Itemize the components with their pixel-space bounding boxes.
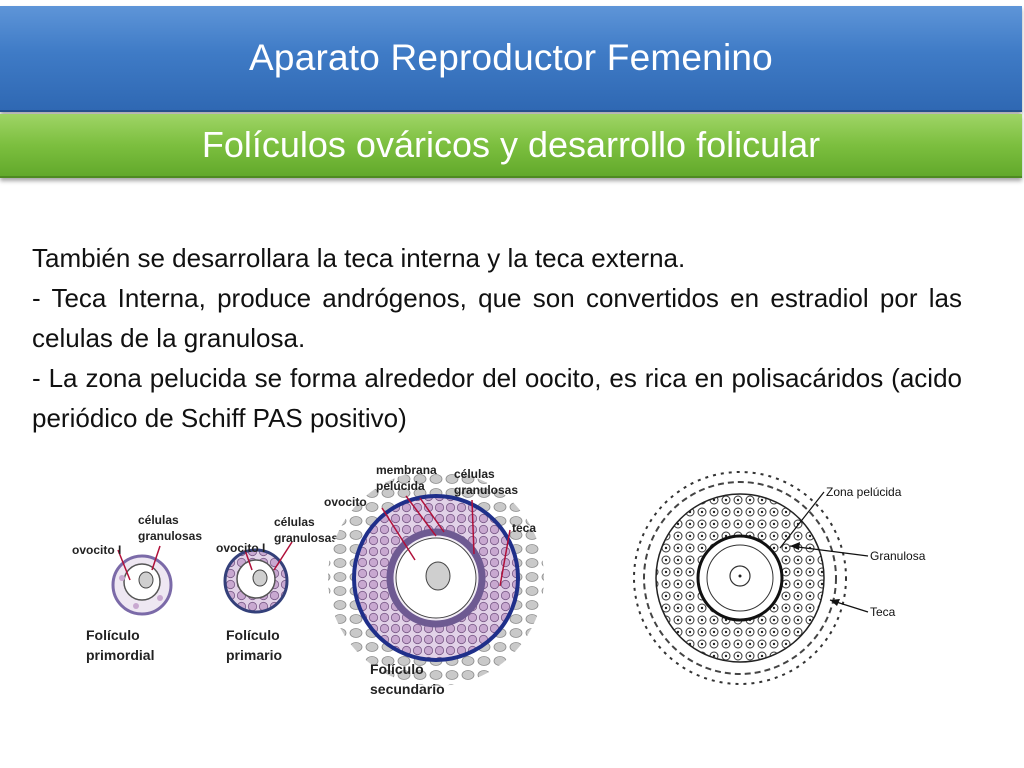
paragraph-teca: También se desarrollara la teca interna … [32, 243, 686, 273]
secondary-follicle [328, 470, 544, 686]
label-foliculo-1b: primordial [86, 647, 154, 663]
slide-title: Aparato Reproductor Femenino [249, 37, 773, 78]
follicle-diagram: ovocito I células granulosas Folículo pr… [72, 463, 926, 697]
label-teca-right: Teca [870, 605, 896, 619]
label-celulas-1b: granulosas [138, 529, 202, 543]
label-foliculo-3a: Folículo [370, 661, 424, 677]
label-celulas-2a: células [274, 515, 315, 529]
primary-follicle [223, 541, 293, 614]
subtitle-banner: Folículos ováricos y desarrollo folicula… [0, 114, 1022, 178]
label-membrana-a: membrana [376, 463, 437, 477]
title-banner: Aparato Reproductor Femenino [0, 6, 1022, 112]
label-zona-pelucida: Zona pelúcida [826, 485, 902, 499]
slide-body: También se desarrollara la teca interna … [32, 238, 962, 438]
label-celulas-3a: células [454, 467, 495, 481]
follicle-section-diagram [633, 471, 869, 685]
slide-subtitle: Folículos ováricos y desarrollo folicula… [201, 124, 821, 165]
label-foliculo-1a: Folículo [86, 627, 140, 643]
label-foliculo-2a: Folículo [226, 627, 280, 643]
primordial-follicle [111, 545, 173, 616]
label-foliculo-2b: primario [226, 647, 282, 663]
label-ovocito-3: ovocito [324, 495, 367, 509]
paragraph-teca-interna: - Teca Interna, produce andrógenos, que … [32, 283, 962, 353]
label-membrana-b: pelúcida [376, 479, 425, 493]
label-celulas-1a: células [138, 513, 179, 527]
label-foliculo-3b: secundario [370, 681, 445, 697]
label-celulas-2b: granulosas [274, 531, 338, 545]
follicle-figure: ovocito I células granulosas Folículo pr… [60, 458, 960, 723]
label-ovocito-1: ovocito I [72, 543, 121, 557]
label-celulas-3b: granulosas [454, 483, 518, 497]
label-granulosa: Granulosa [870, 549, 926, 563]
paragraph-zona-pelucida: - La zona pelucida se forma alrededor de… [32, 363, 962, 433]
label-teca: teca [512, 521, 536, 535]
label-ovocito-2: ovocito I [216, 541, 265, 555]
